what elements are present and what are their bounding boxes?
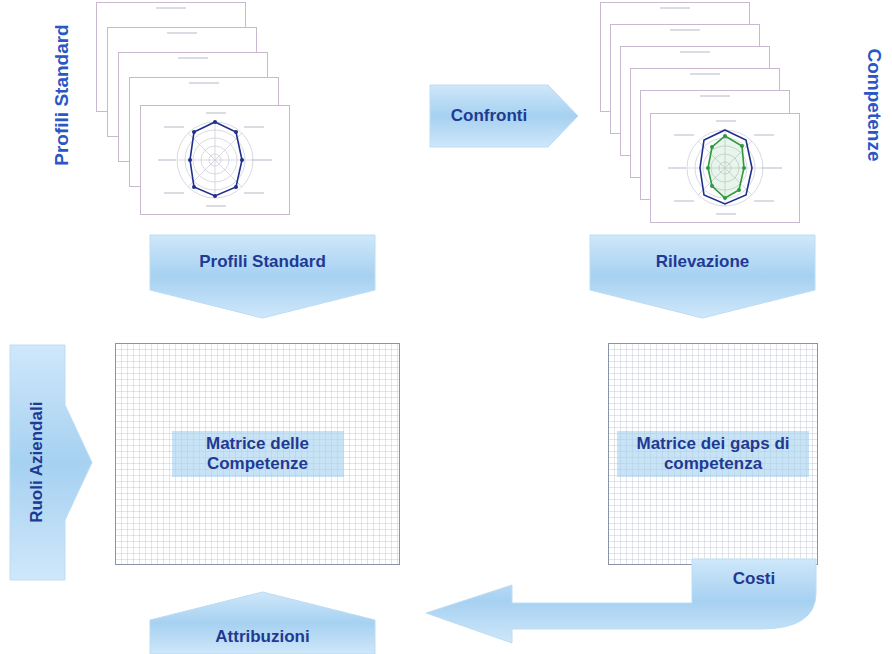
down-arrow: Profili Standard: [150, 235, 375, 318]
node-label: Matrice delle Competenze: [172, 431, 344, 478]
arrow-shape: [590, 235, 815, 318]
side-label: Profili Standard: [51, 24, 73, 165]
competence-matrix: Matrice delle Competenze: [115, 343, 400, 565]
down-arrow: Rilevazione: [590, 235, 815, 318]
arrow-shape: [10, 345, 92, 580]
cost-curved-arrow: Costi: [420, 555, 820, 647]
node-label: Ruoli Aziendali: [27, 402, 47, 523]
text-area: Confronti: [430, 85, 548, 147]
up-arrow: Attribuzioni: [150, 592, 375, 654]
node-label: Attribuzioni: [215, 627, 309, 647]
node-label: Rilevazione: [656, 252, 750, 272]
text-area: Profili Standard: [150, 235, 375, 290]
text-area: Matrice dei gaps di competenza: [608, 343, 818, 565]
competence-sheets: [601, 3, 800, 223]
standard-profile-sheets: [97, 3, 290, 215]
roles-band-arrow: Ruoli Aziendali: [10, 345, 92, 580]
text-area: Rilevazione: [590, 235, 815, 290]
node-label: Matrice dei gaps di competenza: [617, 431, 809, 478]
node-label: Profili Standard: [199, 252, 326, 272]
compare-arrow: Confronti: [430, 85, 578, 147]
text-area: Attribuzioni: [150, 620, 375, 654]
gap-matrix: Matrice dei gaps di competenza: [608, 343, 818, 565]
text-area: Matrice delle Competenze: [115, 343, 400, 565]
node-label: Confronti: [451, 106, 527, 126]
arrow-shape: [150, 235, 375, 318]
text-area: Ruoli Aziendali: [10, 345, 65, 580]
text-area: Costi: [692, 559, 816, 599]
side-label: Competenze: [863, 49, 885, 162]
node-label: Costi: [733, 569, 776, 589]
